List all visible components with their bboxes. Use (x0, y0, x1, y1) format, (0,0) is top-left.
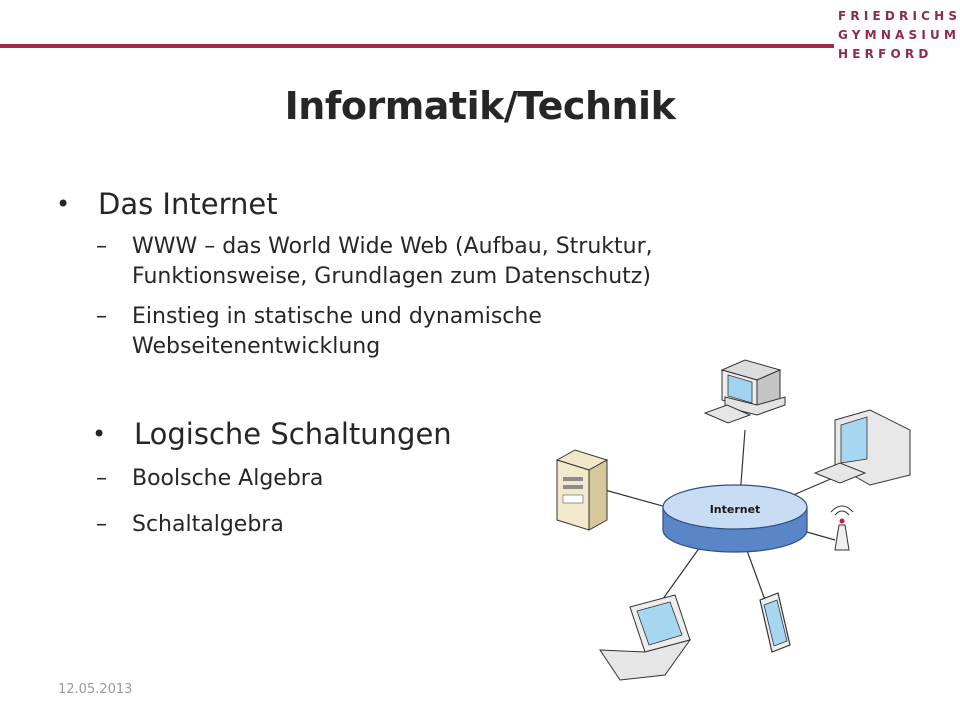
internet-network-diagram: Internet (555, 359, 911, 681)
header-rule (0, 44, 834, 48)
laptop-icon (599, 594, 692, 681)
dash-marker: – (96, 466, 107, 491)
bullet-dot: • (92, 420, 107, 448)
bullet-heading: Das Internet (98, 187, 278, 221)
antenna-icon (830, 505, 854, 551)
sub-bullet-text: Boolsche Algebra (132, 466, 324, 491)
sub-bullet-text: WWW – das World Wide Web (Aufbau, Strukt… (132, 234, 653, 289)
sub-bullet-www: – WWW – das World Wide Web (Aufbau, Stru… (56, 232, 776, 292)
logo-line-3: HERFORD (838, 47, 933, 61)
slide-date: 12.05.2013 (58, 682, 133, 697)
desktop-computer-icon (703, 359, 786, 424)
sub-bullet-text: Einstieg in statische und dynamische Web… (132, 304, 542, 359)
bullet-logische-schaltungen: • Logische Schaltungen (92, 414, 776, 454)
dash-marker: – (96, 512, 107, 537)
monitor-icon (813, 409, 911, 486)
bullet-dot: • (56, 190, 71, 218)
internet-cloud-node: Internet (662, 484, 808, 553)
internet-label: Internet (710, 503, 761, 516)
dash-marker: – (96, 304, 107, 329)
slide-content: • Das Internet – WWW – das World Wide We… (56, 184, 776, 540)
logo-line-2: GYMNASIUM (838, 28, 960, 42)
sub-bullet-boolsche: – Boolsche Algebra (56, 464, 776, 494)
dash-marker: – (96, 234, 107, 259)
tablet-icon (759, 592, 791, 653)
sub-bullet-schaltalgebra: – Schaltalgebra (56, 510, 776, 540)
slide-title: Informatik/Technik (284, 84, 676, 128)
link-tablet (744, 544, 766, 601)
school-logo: FRIEDRICHS GYMNASIUM HERFORD (838, 7, 960, 64)
sub-bullet-webseiten: – Einstieg in statische und dynamische W… (56, 302, 656, 362)
server-icon (555, 449, 609, 531)
sub-bullet-text: Schaltalgebra (132, 512, 284, 537)
logo-line-1: FRIEDRICHS (838, 9, 960, 23)
bullet-das-internet: • Das Internet (56, 184, 776, 224)
bullet-heading: Logische Schaltungen (134, 417, 452, 451)
